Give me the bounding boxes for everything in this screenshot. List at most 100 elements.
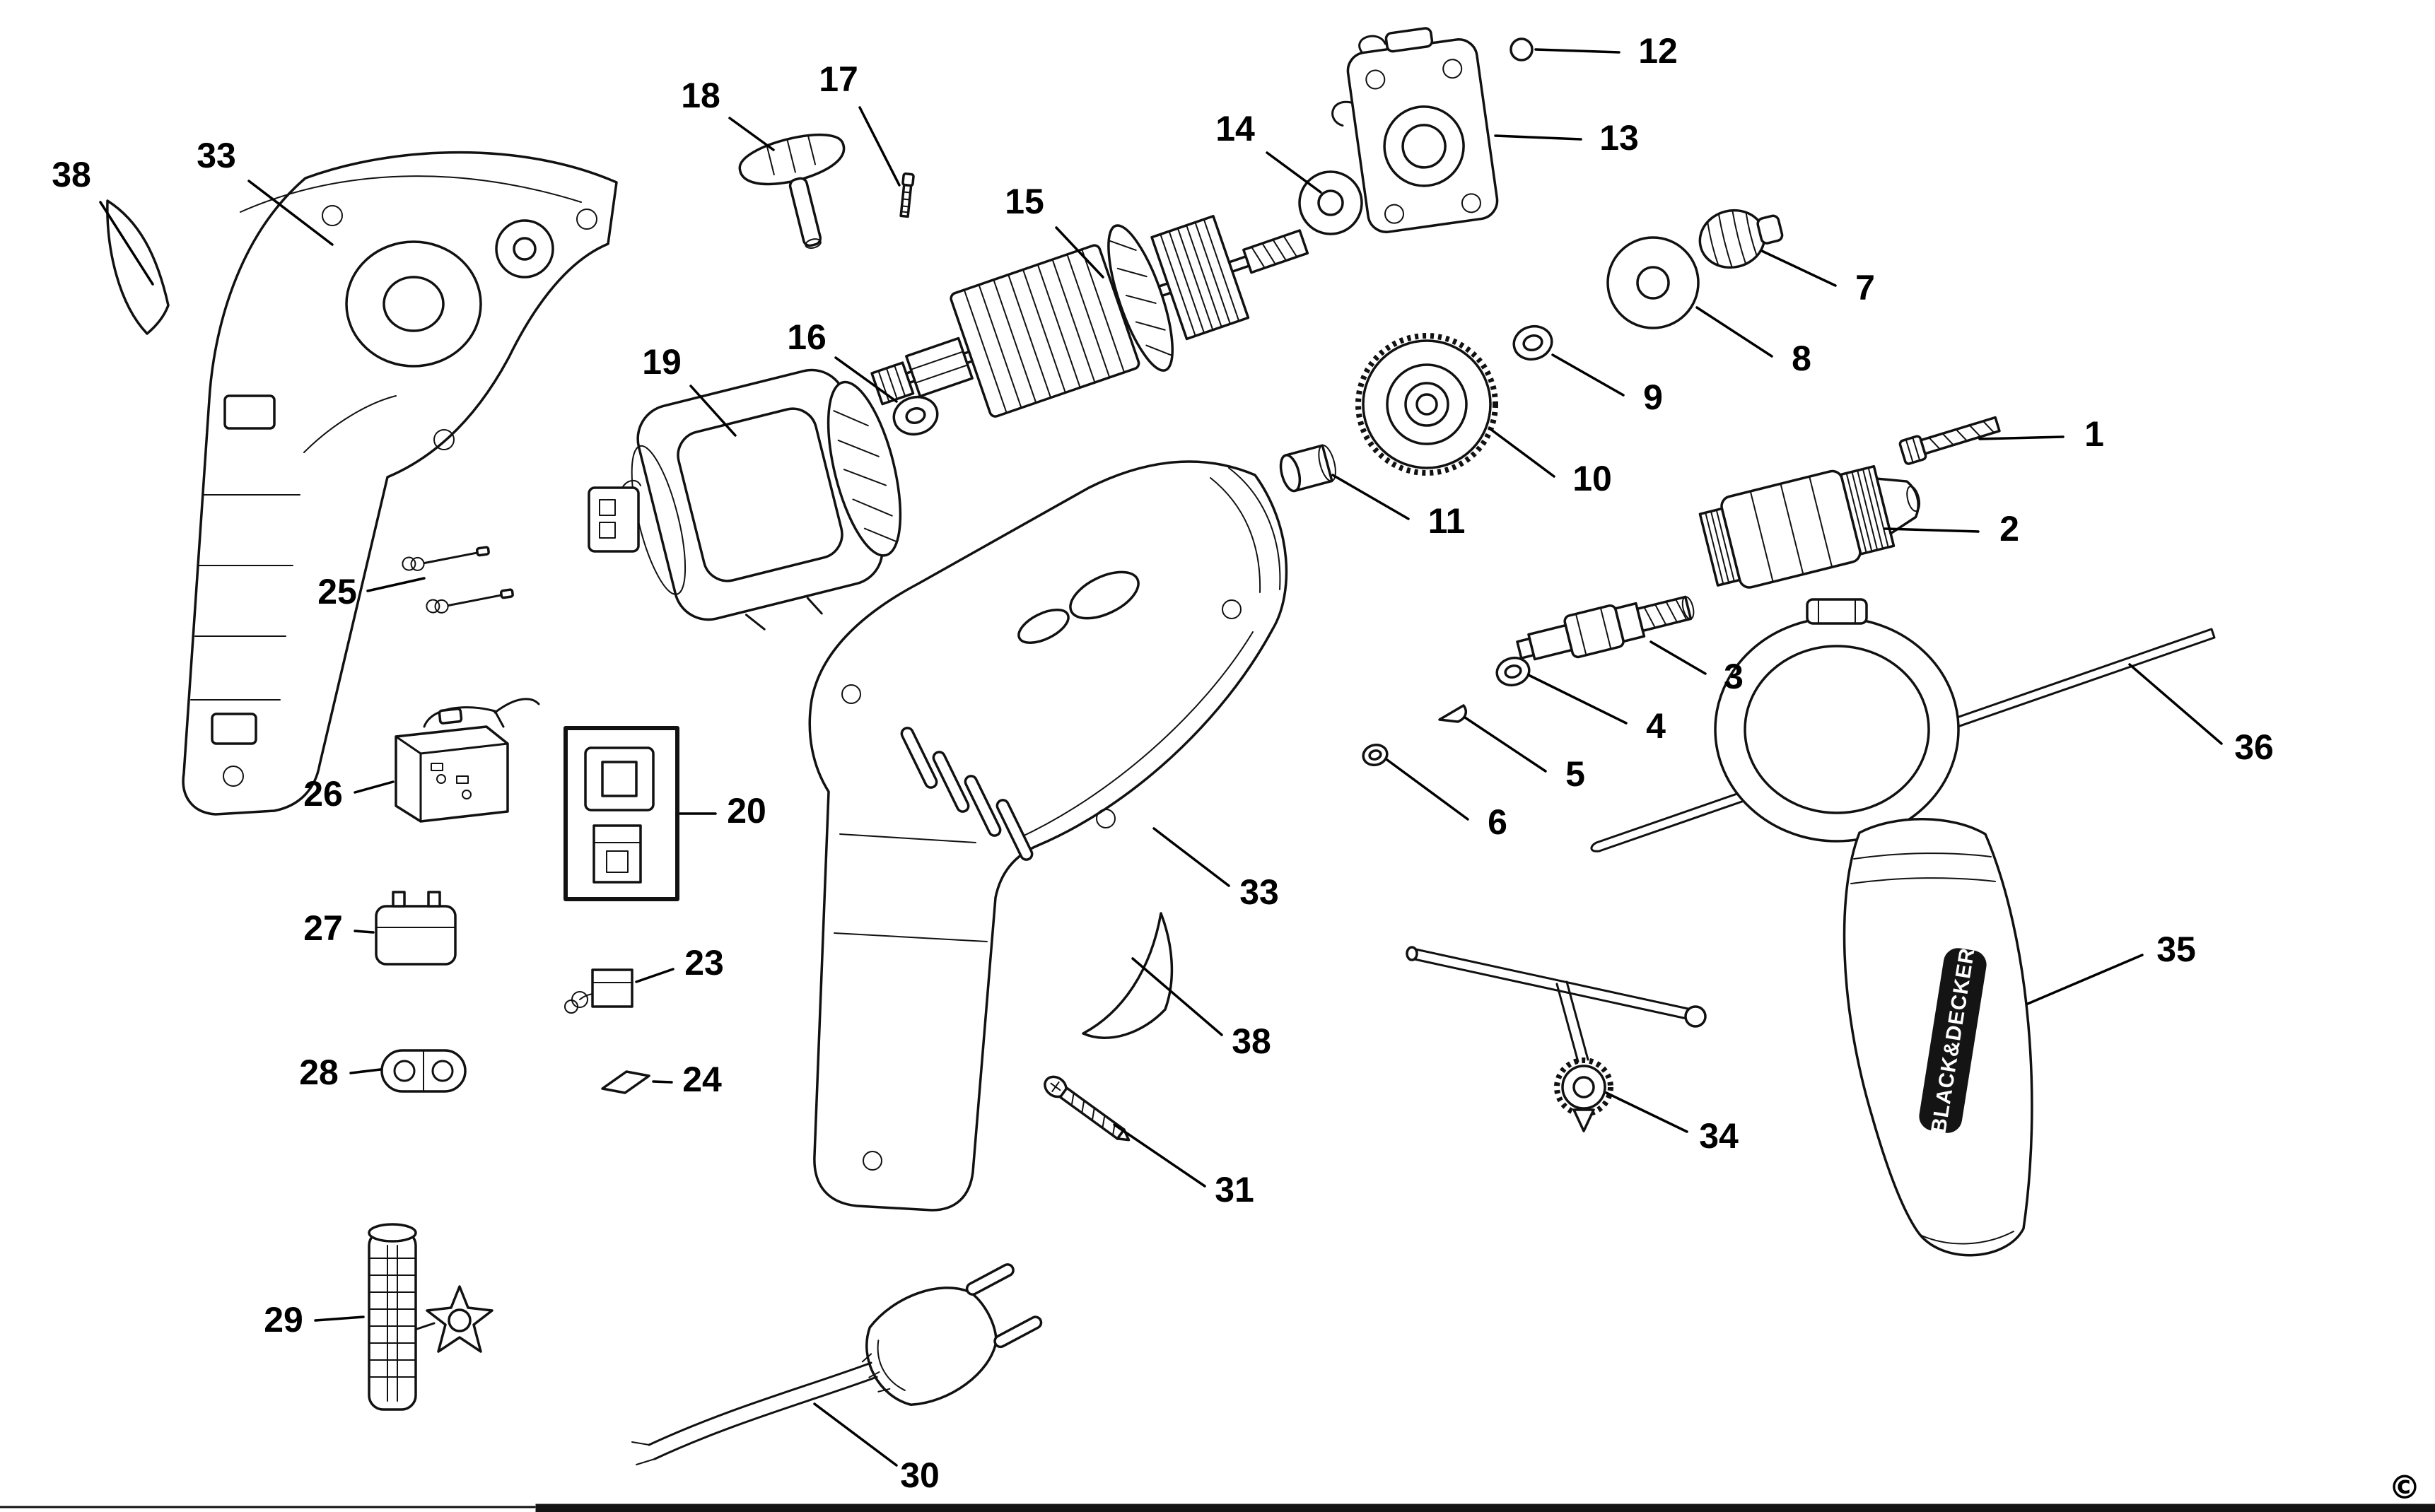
leader-line-33 <box>247 180 334 246</box>
part-label-16: 16 <box>787 317 827 357</box>
gear-10-drawing <box>1355 333 1498 476</box>
part-label-17: 17 <box>819 59 858 99</box>
part-label-31: 31 <box>1215 1170 1254 1209</box>
ring-4-drawing <box>1495 656 1531 687</box>
part-label-8: 8 <box>1792 339 1811 378</box>
leader-line-25 <box>366 577 426 592</box>
leader-line-19 <box>689 385 737 437</box>
bottom-border <box>0 1504 2435 1512</box>
ring-9-drawing <box>1512 324 1553 361</box>
leader-line-6 <box>1386 758 1469 821</box>
part-label-4: 4 <box>1646 706 1666 746</box>
field-stator-19-drawing <box>588 368 902 631</box>
brush-23-drawing <box>564 968 633 1014</box>
leader-line-34 <box>1605 1091 1688 1133</box>
part-label-20: 20 <box>727 791 766 831</box>
part-label-30: 30 <box>900 1455 940 1495</box>
cable-clamp-28-drawing <box>380 1049 467 1093</box>
part-label-10: 10 <box>1572 459 1612 498</box>
switch-26-drawing <box>395 698 540 823</box>
leader-line-36 <box>2128 663 2223 745</box>
motor-housing-left-drawing <box>182 151 618 816</box>
leader-line-2 <box>1883 527 1980 533</box>
disc-8-drawing <box>1606 236 1700 329</box>
part-label-33: 33 <box>1239 872 1279 912</box>
labels-layer: 1234567891011121314151617181920232425262… <box>52 31 2274 1495</box>
ring-6-drawing <box>1362 744 1389 766</box>
screw-31-drawing <box>1044 1075 1131 1142</box>
part-label-23: 23 <box>684 943 724 983</box>
part-label-29: 29 <box>264 1300 303 1340</box>
part-label-28: 28 <box>299 1053 339 1092</box>
leader-line-26 <box>354 780 395 794</box>
leader-line-9 <box>1551 353 1625 397</box>
label-plate-38-left-drawing <box>106 199 170 335</box>
leader-line-38 <box>1131 957 1223 1036</box>
cap-7-drawing <box>1698 209 1784 269</box>
brush-wires-25-drawing <box>402 546 514 614</box>
leader-line-13 <box>1494 134 1582 141</box>
power-cord-30-drawing <box>631 1263 1043 1465</box>
part-label-11: 11 <box>1428 501 1466 541</box>
part-label-25: 25 <box>317 572 357 611</box>
leader-line-33 <box>1152 827 1230 887</box>
part-label-38: 38 <box>52 155 91 194</box>
part-label-14: 14 <box>1215 109 1255 148</box>
leader-line-27 <box>354 930 375 934</box>
leader-line-30 <box>813 1402 898 1467</box>
leader-line-8 <box>1695 306 1773 358</box>
armature-15-drawing <box>870 214 1309 418</box>
washer-14-drawing <box>1298 170 1363 235</box>
leader-line-23 <box>635 968 675 983</box>
leader-line-4 <box>1527 674 1628 725</box>
chuck-key-34-drawing <box>1406 946 1707 1132</box>
leader-line-3 <box>1649 640 1707 675</box>
leader-line-18 <box>728 117 775 151</box>
part-label-27: 27 <box>303 908 343 948</box>
motor-housing-right-drawing <box>808 460 1288 1212</box>
brush-set-box-20-drawing <box>564 726 679 901</box>
wall-anchor-29-drawing <box>368 1223 494 1411</box>
part-label-3: 3 <box>1724 657 1744 696</box>
chip-24-drawing <box>601 1070 650 1094</box>
part-label-2: 2 <box>1999 509 2019 549</box>
side-handle-35-drawing: BLACK&DECKER <box>1714 598 2033 1257</box>
part-label-24: 24 <box>682 1060 722 1099</box>
part-label-26: 26 <box>303 774 343 814</box>
copyright-symbol: © <box>2388 1468 2421 1506</box>
part-label-5: 5 <box>1565 754 1585 794</box>
part-label-38: 38 <box>1232 1021 1271 1061</box>
part-label-9: 9 <box>1643 377 1663 417</box>
part-label-7: 7 <box>1855 268 1875 307</box>
part-label-12: 12 <box>1638 31 1678 71</box>
part-label-36: 36 <box>2234 727 2274 767</box>
leader-line-5 <box>1464 716 1547 773</box>
washer-16-drawing <box>892 395 939 436</box>
label-plate-38-center-drawing <box>1082 912 1174 1039</box>
bushing-11-drawing <box>1279 444 1336 493</box>
part-label-33: 33 <box>197 136 236 175</box>
leader-line-14 <box>1266 151 1322 194</box>
leader-line-28 <box>349 1068 382 1074</box>
part-label-18: 18 <box>681 76 720 115</box>
leader-line-15 <box>1055 226 1104 279</box>
leader-line-16 <box>834 356 898 403</box>
leader-line-35 <box>2026 954 2144 1005</box>
wedge-5-drawing <box>1438 704 1468 723</box>
leader-line-38 <box>99 201 154 286</box>
ball-12-drawing <box>1510 37 1534 61</box>
leader-line-1 <box>1978 435 2065 440</box>
part-label-13: 13 <box>1599 118 1639 158</box>
screw-1-drawing <box>1898 416 2001 465</box>
part-label-19: 19 <box>642 342 682 382</box>
leader-line-17 <box>858 106 901 187</box>
part-label-6: 6 <box>1488 802 1507 842</box>
part-label-15: 15 <box>1005 182 1044 221</box>
chuck-2-drawing <box>1698 464 1921 589</box>
part-label-34: 34 <box>1699 1116 1739 1156</box>
capacitor-27-drawing <box>375 891 457 966</box>
spindle-3-drawing <box>1516 595 1695 661</box>
screw-17-drawing <box>899 172 915 218</box>
